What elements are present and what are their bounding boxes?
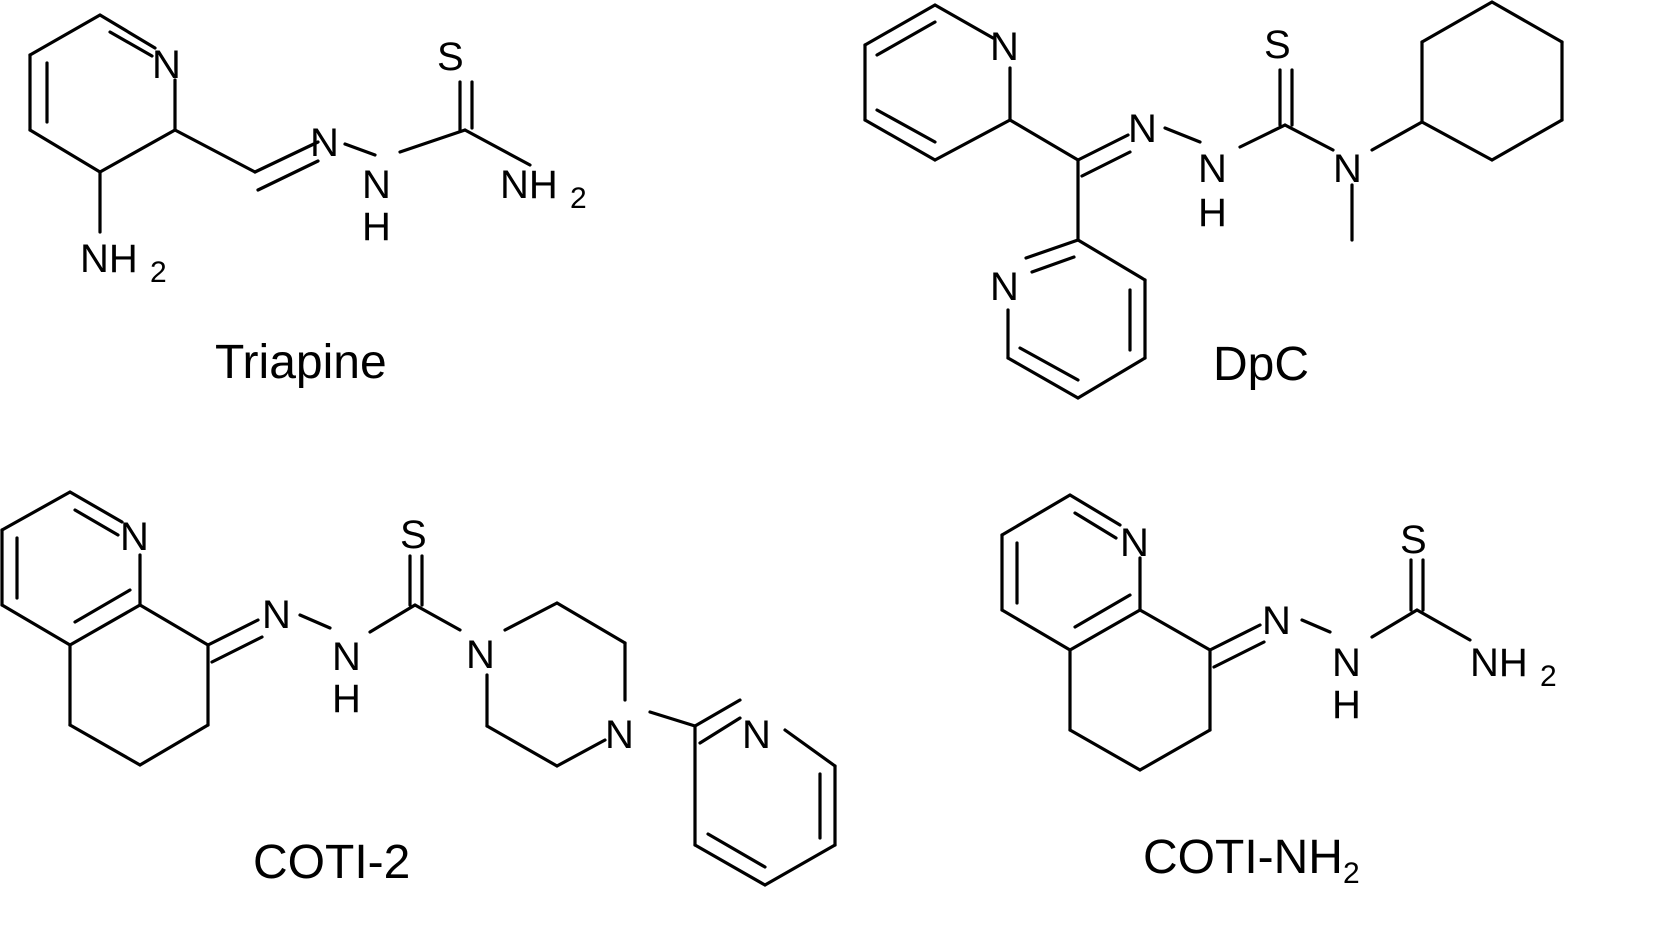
triapine-label: Triapine bbox=[215, 336, 387, 389]
coti-2-bonds bbox=[0, 490, 837, 887]
coti-nh2-structure: N S N N H NH 2 COTI-NH2 bbox=[1000, 493, 1557, 890]
dpc-atom-n-top-ring: N bbox=[990, 25, 1019, 69]
dpc-atoms: N N S N N H N bbox=[990, 23, 1362, 309]
triapine-atom-nh2-chain: NH bbox=[500, 163, 558, 207]
dpc-atom-n-amide: N bbox=[1333, 147, 1362, 191]
triapine-atom-n-hydrazide: N bbox=[362, 163, 391, 207]
dpc-atom-n-hydrazide: N bbox=[1198, 147, 1227, 191]
coti-2-atom-n-hydrazide: N bbox=[332, 635, 361, 679]
coti-2-atom-n-pendant-ring: N bbox=[742, 713, 771, 757]
dpc-atom-n-bottom-ring: N bbox=[990, 265, 1019, 309]
dpc-atom-h: H bbox=[1198, 191, 1227, 235]
coti-nh2-atom-n-ring: N bbox=[1120, 521, 1149, 565]
dpc-label: DpC bbox=[1213, 338, 1309, 391]
triapine-bonds bbox=[28, 13, 532, 234]
coti-nh2-bonds bbox=[1000, 493, 1472, 772]
coti-2-atom-n-piperazine-1: N bbox=[466, 633, 495, 677]
dpc-atom-s: S bbox=[1264, 23, 1291, 67]
dpc-atom-n-imine: N bbox=[1128, 107, 1157, 151]
triapine-atom-nh2-ring-subscript: 2 bbox=[150, 256, 167, 289]
coti-nh2-atom-nh2-subscript: 2 bbox=[1540, 660, 1557, 693]
triapine-atom-nh2-chain-subscript: 2 bbox=[570, 182, 587, 215]
coti-2-atom-h: H bbox=[332, 677, 361, 721]
coti-2-structure: N S N N H N N N COTI-2 bbox=[0, 490, 837, 889]
dpc-structure: N N S N N H N DpC bbox=[863, 0, 1564, 400]
coti-nh2-atom-h: H bbox=[1332, 683, 1361, 727]
triapine-structure: N S N N H NH 2 NH 2 Triapine bbox=[28, 13, 587, 389]
coti-nh2-label-subscript: 2 bbox=[1343, 857, 1360, 890]
coti-nh2-atoms: N S N N H NH 2 bbox=[1120, 518, 1557, 727]
triapine-atom-s: S bbox=[437, 35, 464, 79]
triapine-atom-h: H bbox=[362, 205, 391, 249]
coti-nh2-label-base: COTI-NH bbox=[1143, 831, 1343, 884]
coti-nh2-atom-n-imine: N bbox=[1262, 599, 1291, 643]
coti-2-atoms: N S N N H N N N bbox=[120, 513, 771, 757]
coti-nh2-atom-s: S bbox=[1400, 518, 1427, 562]
coti-nh2-label: COTI-NH2 bbox=[1143, 831, 1360, 890]
coti-2-label: COTI-2 bbox=[253, 836, 410, 889]
coti-2-atom-s: S bbox=[400, 513, 427, 557]
coti-2-atom-n-piperazine-4: N bbox=[605, 713, 634, 757]
coti-nh2-atom-nh2: NH bbox=[1470, 641, 1528, 685]
dpc-bonds bbox=[863, 0, 1564, 400]
triapine-atom-nh2-ring: NH bbox=[80, 237, 138, 281]
triapine-atom-n-ring: N bbox=[152, 43, 181, 87]
coti-2-atom-n-imine: N bbox=[262, 593, 291, 637]
coti-2-atom-n-ring: N bbox=[120, 515, 149, 559]
coti-nh2-atom-n-hydrazide: N bbox=[1332, 641, 1361, 685]
triapine-atom-n-imine: N bbox=[310, 121, 339, 165]
triapine-atoms: N S N N H NH 2 NH 2 bbox=[80, 35, 587, 289]
